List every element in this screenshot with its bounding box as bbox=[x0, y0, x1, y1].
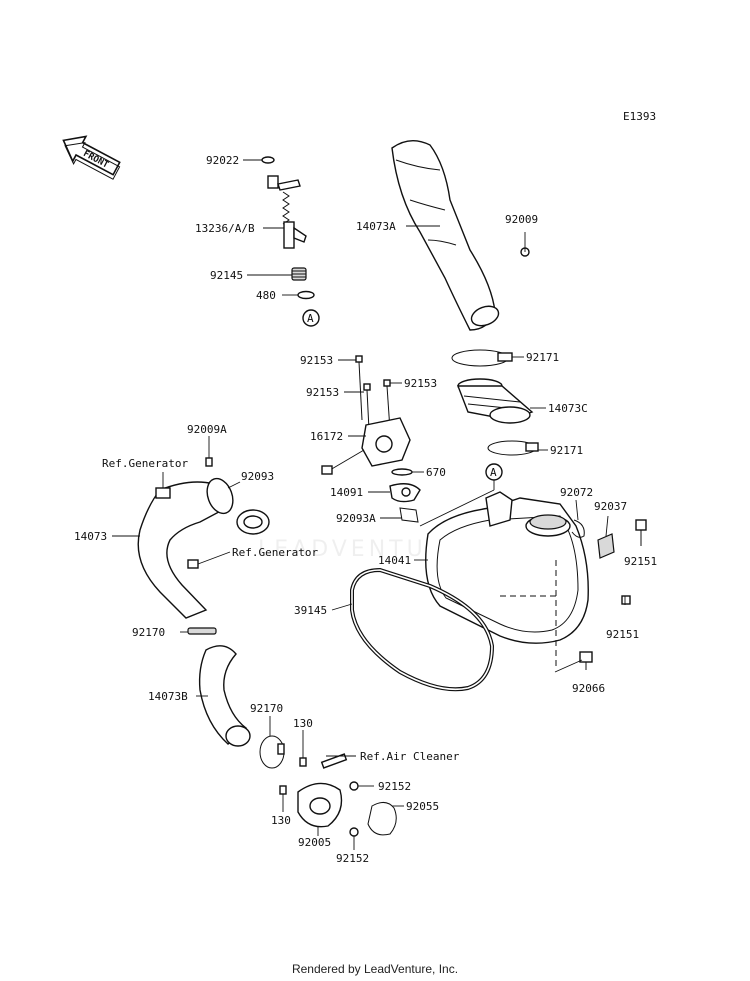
label-92145: 92145 bbox=[210, 269, 243, 282]
label-130-upper: 130 bbox=[293, 717, 313, 730]
part-14073B-duct[interactable] bbox=[198, 645, 251, 747]
part-92171-clamp-lower[interactable] bbox=[487, 440, 539, 456]
part-14073A-duct[interactable] bbox=[391, 140, 501, 331]
part-14073C-boot[interactable] bbox=[456, 378, 534, 424]
svg-text:A: A bbox=[490, 466, 497, 479]
part-92152-nut-lower[interactable] bbox=[349, 827, 359, 837]
ref-circle-a-top: A bbox=[302, 309, 320, 327]
label-92037: 92037 bbox=[594, 500, 627, 513]
label-92170-lower: 92170 bbox=[250, 702, 283, 715]
part-14073-duct[interactable] bbox=[137, 475, 237, 619]
label-130-lower: 130 bbox=[271, 814, 291, 827]
label-92093A: 92093A bbox=[336, 512, 376, 525]
part-92151-bolt-lower[interactable] bbox=[621, 595, 631, 605]
part-92170-clamp-lower[interactable] bbox=[259, 735, 285, 769]
label-92055: 92055 bbox=[406, 800, 439, 813]
part-39145-belt[interactable] bbox=[350, 567, 495, 692]
front-arrow-icon: FRONT bbox=[62, 135, 121, 180]
label-92151-lower: 92151 bbox=[606, 628, 639, 641]
part-labels: 92022 13236/A/B 92145 480 14073A 92009 9… bbox=[74, 154, 657, 865]
part-92022-washer[interactable] bbox=[261, 156, 275, 164]
part-130-bolt-upper[interactable] bbox=[299, 757, 307, 767]
part-92055-gasket[interactable] bbox=[367, 802, 397, 836]
label-92066: 92066 bbox=[572, 682, 605, 695]
part-92066-plug[interactable] bbox=[579, 651, 593, 670]
label-92171-upper: 92171 bbox=[526, 351, 559, 364]
label-39145: 39145 bbox=[294, 604, 327, 617]
label-92005: 92005 bbox=[298, 836, 331, 849]
diagram-code: E1393 bbox=[623, 110, 656, 123]
label-92152-lower: 92152 bbox=[336, 852, 369, 865]
part-92153-bolts[interactable] bbox=[355, 355, 391, 431]
part-16172-actuator[interactable] bbox=[321, 417, 411, 475]
label-92171-lower: 92171 bbox=[550, 444, 583, 457]
part-92171-clamp-upper[interactable] bbox=[451, 349, 513, 367]
part-92145-spring[interactable] bbox=[291, 267, 307, 281]
label-92153-a: 92153 bbox=[300, 354, 333, 367]
part-92005-cover[interactable] bbox=[297, 782, 343, 828]
footer-credit: Rendered by LeadVenture, Inc. bbox=[291, 962, 459, 976]
part-92093-seal[interactable] bbox=[236, 509, 270, 535]
part-14041-outer-cover[interactable] bbox=[425, 491, 589, 670]
label-14073C: 14073C bbox=[548, 402, 588, 415]
label-14073B: 14073B bbox=[148, 690, 188, 703]
part-92093A-gasket[interactable] bbox=[399, 507, 419, 523]
part-92152-nut-upper[interactable] bbox=[349, 781, 359, 791]
part-130-bolt-lower[interactable] bbox=[279, 785, 287, 795]
label-92022: 92022 bbox=[206, 154, 239, 167]
label-14073: 14073 bbox=[74, 530, 107, 543]
label-92072: 92072 bbox=[560, 486, 593, 499]
part-480-ring[interactable] bbox=[297, 290, 315, 300]
part-13236-adjuster[interactable] bbox=[267, 175, 307, 249]
label-14041: 14041 bbox=[378, 554, 411, 567]
part-92037-holder[interactable] bbox=[597, 533, 615, 559]
label-ref-air-cleaner: Ref.Air Cleaner bbox=[360, 750, 460, 763]
label-92170-left: 92170 bbox=[132, 626, 165, 639]
label-92009A: 92009A bbox=[187, 423, 227, 436]
part-92170-clamp-left[interactable] bbox=[187, 627, 217, 635]
ref-circle-a-right: A bbox=[485, 463, 503, 481]
part-92072-clip[interactable] bbox=[571, 519, 585, 538]
label-670: 670 bbox=[426, 466, 446, 479]
part-670-oring[interactable] bbox=[391, 468, 413, 476]
label-480: 480 bbox=[256, 289, 276, 302]
label-92151-upper: 92151 bbox=[624, 555, 657, 568]
part-92009A-screw[interactable] bbox=[205, 457, 213, 467]
label-13236: 13236/A/B bbox=[195, 222, 255, 235]
label-14091: 14091 bbox=[330, 486, 363, 499]
label-16172: 16172 bbox=[310, 430, 343, 443]
part-ref-air-cleaner-pin bbox=[320, 753, 348, 769]
label-92093: 92093 bbox=[241, 470, 274, 483]
label-92152-upper: 92152 bbox=[378, 780, 411, 793]
svg-text:A: A bbox=[307, 312, 314, 325]
label-92153-b: 92153 bbox=[306, 386, 339, 399]
label-14073A: 14073A bbox=[356, 220, 396, 233]
label-ref-generator-1: Ref.Generator bbox=[102, 457, 188, 470]
leader-lines bbox=[112, 159, 626, 850]
label-92009: 92009 bbox=[505, 213, 538, 226]
label-ref-generator-2: Ref.Generator bbox=[232, 546, 318, 559]
label-92153-c: 92153 bbox=[404, 377, 437, 390]
part-14091-cover[interactable] bbox=[389, 483, 421, 503]
part-92151-bolt-upper[interactable] bbox=[635, 519, 647, 546]
part-92009-screw[interactable] bbox=[520, 232, 530, 257]
